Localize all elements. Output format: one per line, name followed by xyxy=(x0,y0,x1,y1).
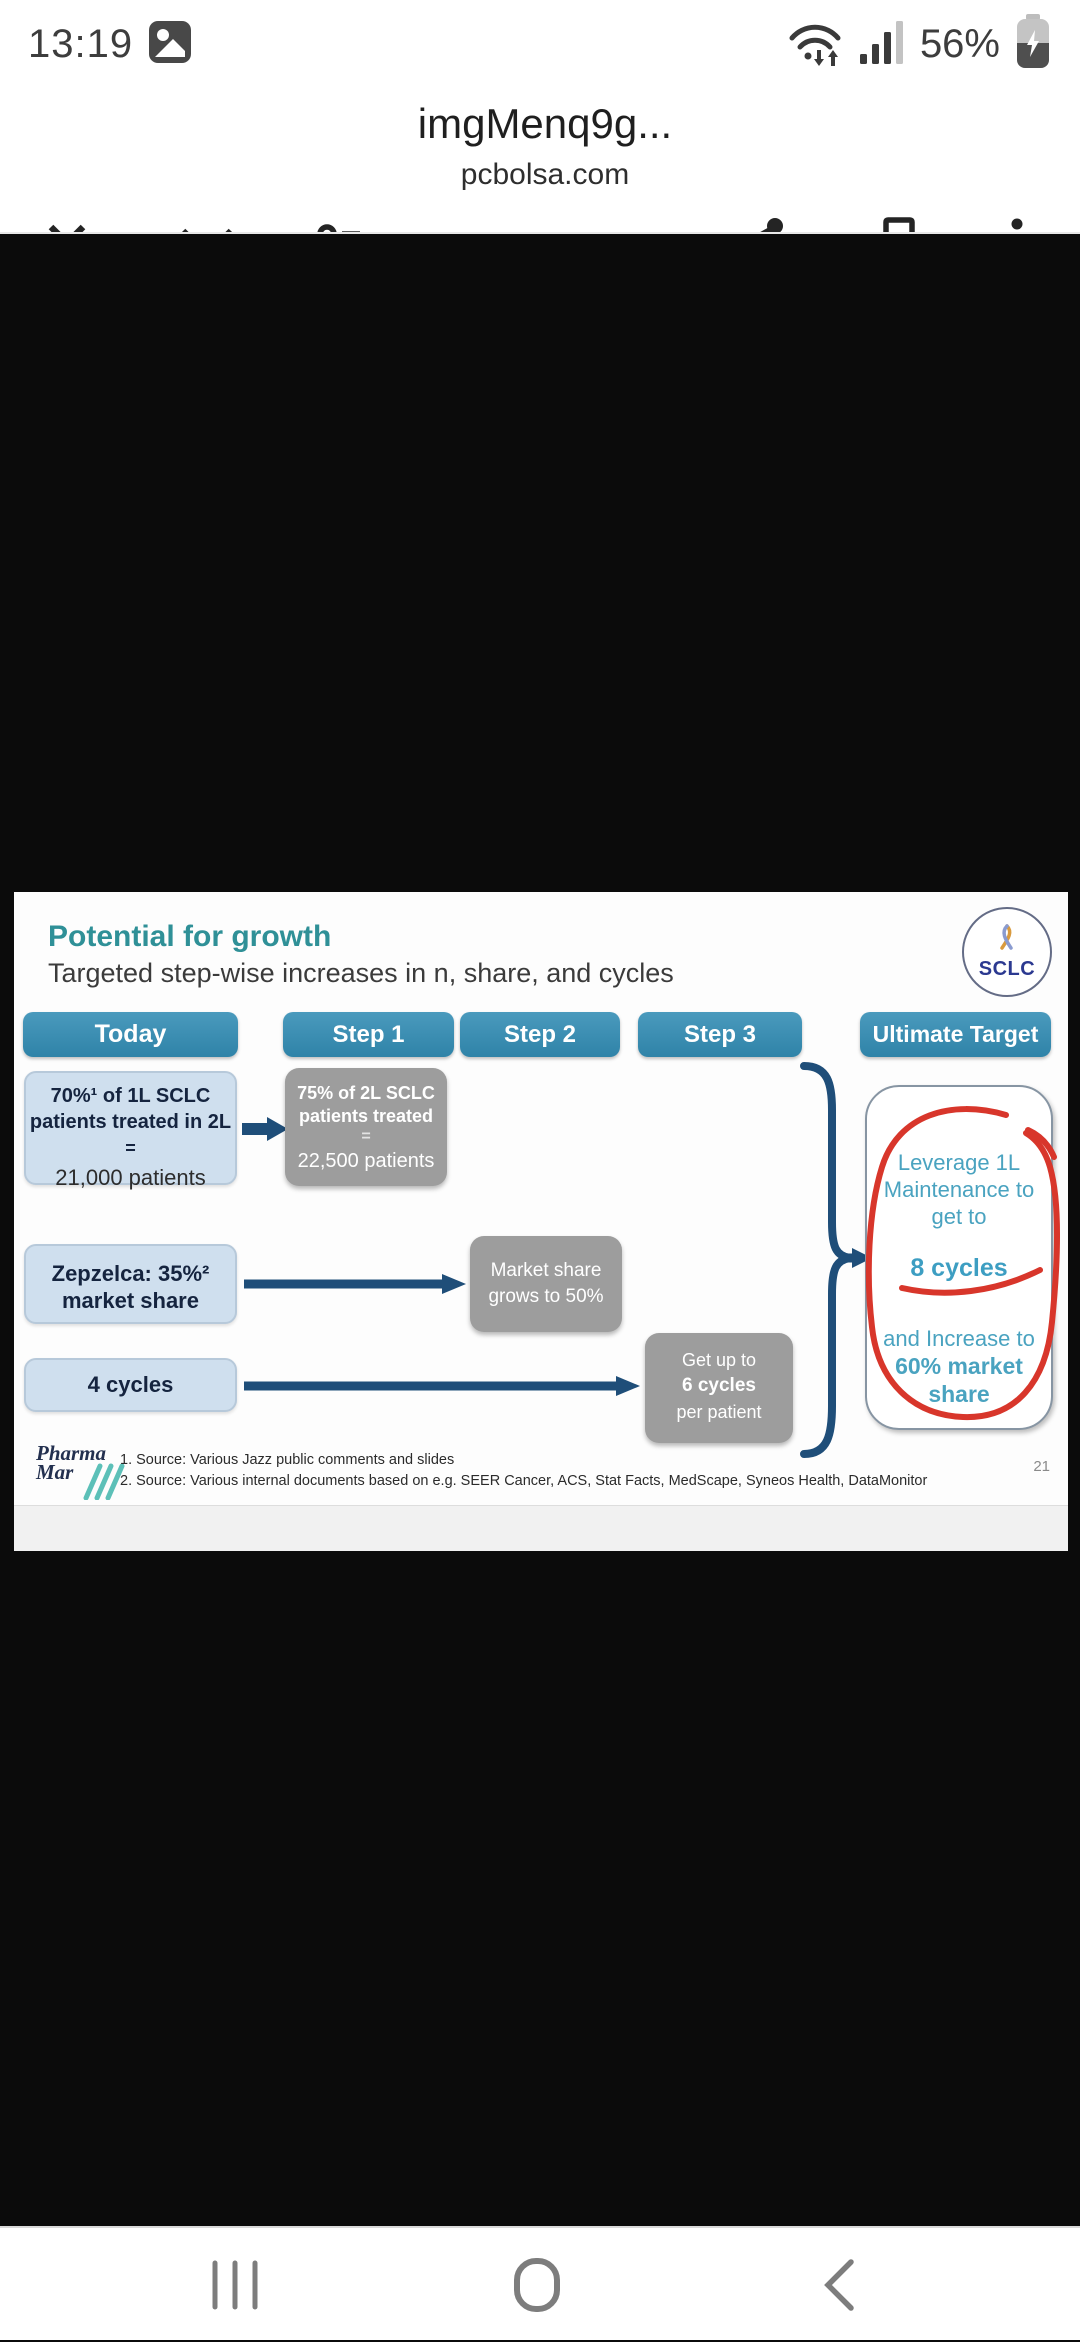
today-cycles-line1: 4 cycles xyxy=(87,1372,174,1397)
logo-line1: Pharma xyxy=(36,1441,107,1465)
wifi-icon xyxy=(786,16,844,73)
column-step3: Step 3 xyxy=(638,1012,802,1057)
equals-sign: = xyxy=(125,1138,136,1158)
footnote-2: 2. Source: Various internal documents ba… xyxy=(120,1473,928,1489)
step1-line1: 75% of 2L SCLC xyxy=(297,1083,435,1103)
column-today: Today xyxy=(23,1012,238,1057)
today-patients-line1: 70%¹ of 1L SCLC xyxy=(50,1085,211,1107)
step3-line1: Get up to xyxy=(681,1350,757,1370)
clock: 13:19 xyxy=(28,21,134,66)
navigation-bar xyxy=(0,2226,1080,2340)
column-step2: Step 2 xyxy=(460,1012,620,1057)
red-underline-annotation xyxy=(896,1264,1046,1305)
step2-share-box: Market share grows to 50% xyxy=(470,1236,622,1332)
slide-title: Potential for growth xyxy=(48,920,332,953)
photo-notification-icon xyxy=(147,19,193,70)
step3-cycles-box: Get up to 6 cycles per patient xyxy=(645,1333,793,1443)
slide-body: Potential for growth Targeted step-wise … xyxy=(14,892,1068,1505)
arrow-row1-icon xyxy=(242,1116,288,1147)
browser-toolbar: imgMenq9g... pcbolsa.com xyxy=(0,88,1080,274)
step2-line2: grows to 50% xyxy=(488,1286,604,1307)
logo-slashes-icon xyxy=(78,1462,142,1505)
today-cycles-box: 4 cycles xyxy=(24,1358,237,1412)
footnotes: 1. Source: Various Jazz public comments … xyxy=(120,1450,927,1492)
slide-image[interactable]: Potential for growth Targeted step-wise … xyxy=(14,892,1068,1551)
ultimate-line2: Maintenance to xyxy=(883,1177,1035,1202)
today-share-box: Zepzelca: 35%² market share xyxy=(24,1244,237,1324)
arrow-row3-icon xyxy=(244,1375,640,1402)
column-step1: Step 1 xyxy=(283,1012,454,1057)
recents-button[interactable] xyxy=(180,2228,290,2342)
ultimate-line3: get to xyxy=(931,1204,987,1229)
page-title-block[interactable]: imgMenq9g... pcbolsa.com xyxy=(390,100,700,192)
step2-line1: Market share xyxy=(490,1260,602,1281)
status-bar: 13:19 56% xyxy=(0,0,1080,88)
battery-charging-icon xyxy=(1014,13,1052,75)
slide-page-number: 21 xyxy=(1033,1458,1050,1475)
step1-patients-box: 75% of 2L SCLC patients treated = 22,500… xyxy=(285,1068,447,1186)
slide-subtitle: Targeted step-wise increases in n, share… xyxy=(48,958,674,988)
battery-percent: 56% xyxy=(919,21,1000,66)
badge-label: SCLC xyxy=(978,958,1036,980)
today-share-line1: Zepzelca: 35%² xyxy=(51,1261,210,1286)
back-button[interactable] xyxy=(784,2228,894,2342)
ultimate-line1: Leverage 1L xyxy=(897,1150,1021,1175)
home-button[interactable] xyxy=(482,2228,592,2342)
bookmark-icon[interactable] xyxy=(880,216,918,271)
slide-bottom-strip xyxy=(14,1505,1068,1551)
ultimate-line4: and Increase to xyxy=(883,1326,1035,1351)
ultimate-cycles: 8 cycles xyxy=(910,1254,1008,1282)
page-url: pcbolsa.com xyxy=(460,158,630,191)
page-title: imgMenq9g... xyxy=(417,100,673,147)
awareness-ribbon-icon xyxy=(994,923,1020,956)
ultimate-line5: 60% market xyxy=(895,1353,1023,1379)
step1-line2: patients treated xyxy=(298,1106,434,1126)
red-circle-annotation xyxy=(856,1095,1068,1435)
step3-line3: per patient xyxy=(676,1402,762,1422)
column-ultimate-target: Ultimate Target xyxy=(860,1012,1051,1057)
logo-line2: Mar xyxy=(36,1460,74,1484)
pharmamar-logo: Pharma Mar xyxy=(36,1441,156,1505)
sclc-badge: SCLC xyxy=(962,907,1052,997)
footnote-1: 1. Source: Various Jazz public comments … xyxy=(120,1452,455,1468)
image-viewport[interactable]: Potential for growth Targeted step-wise … xyxy=(0,234,1080,2222)
today-share-line2: market share xyxy=(62,1288,199,1313)
brace-icon xyxy=(780,1060,880,1465)
today-patients-line2: patients treated in 2L xyxy=(29,1111,232,1133)
today-patients-box: 70%¹ of 1L SCLC patients treated in 2L =… xyxy=(24,1071,237,1190)
step1-patients-count: 22,500 patients xyxy=(297,1150,435,1172)
ultimate-line6: share xyxy=(928,1381,990,1407)
arrow-row2-icon xyxy=(244,1273,466,1300)
today-patients-count: 21,000 patients xyxy=(55,1165,206,1190)
cell-signal-icon xyxy=(858,18,906,71)
equals-sign: = xyxy=(361,1128,371,1145)
step3-line2: 6 cycles xyxy=(682,1375,756,1396)
